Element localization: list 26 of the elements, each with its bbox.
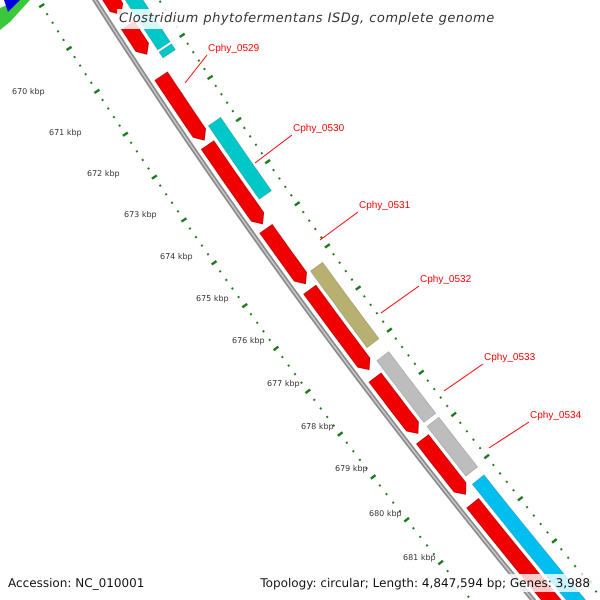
leader-line xyxy=(444,364,484,392)
position-label: 673 kbp xyxy=(124,209,157,221)
gene-label: Cphy_0531 xyxy=(359,200,410,212)
position-label: 675 kbp xyxy=(196,293,229,305)
leader-line xyxy=(320,212,358,240)
position-label: 678 kbp xyxy=(301,421,334,433)
leader-line xyxy=(488,422,530,448)
position-label: 670 kbp xyxy=(12,86,45,98)
position-label: 679 kbp xyxy=(335,463,368,475)
leader-line xyxy=(184,54,208,84)
title: Clostridium phytofermentans ISDg, complete genome xyxy=(117,9,497,28)
position-label: 671 kbp xyxy=(49,127,82,139)
gene-label: Cphy_0529 xyxy=(208,43,260,55)
position-label: 674 kbp xyxy=(160,251,193,263)
leader-line xyxy=(380,286,420,314)
gene-label: Cphy_0533 xyxy=(484,352,536,364)
position-label: 680 kbp xyxy=(369,508,402,520)
position-label: 672 kbp xyxy=(87,168,120,180)
leader-line xyxy=(254,134,292,164)
gene-label: Cphy_0532 xyxy=(420,274,472,286)
position-label: 681 kbp xyxy=(403,552,436,564)
position-label: 676 kbp xyxy=(232,335,265,347)
gene-label: Cphy_0534 xyxy=(530,410,582,422)
gene-label: Cphy_0530 xyxy=(293,123,344,135)
position-label: 677 kbp xyxy=(267,378,300,390)
genome-info-text: Topology: circular; Length: 4,847,594 bp; Genes: 3,988 xyxy=(258,574,592,592)
